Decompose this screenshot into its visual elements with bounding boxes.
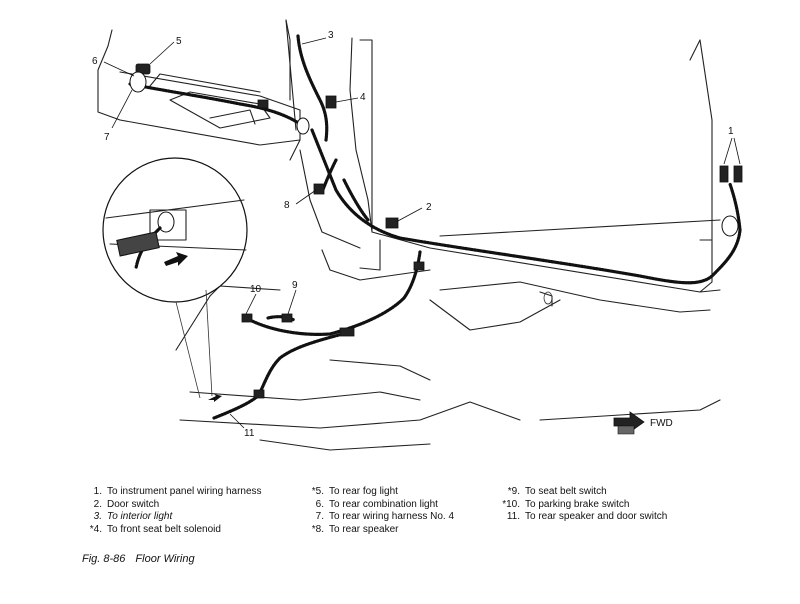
figure-caption: Fig. 8-86 Floor Wiring bbox=[82, 553, 205, 565]
legend-column-1: 1.To instrument panel wiring harness 2.D… bbox=[80, 486, 262, 536]
instrument-panel-connector-a bbox=[719, 165, 729, 183]
figure-title: Floor Wiring bbox=[135, 553, 195, 565]
inset-arrow-icon bbox=[164, 252, 188, 266]
seat-belt-switch-connector bbox=[281, 313, 293, 323]
callout-5: 5 bbox=[176, 36, 182, 47]
instrument-panel-connector-b bbox=[733, 165, 743, 183]
callout-8: 8 bbox=[284, 200, 290, 211]
legend-item: 6.To rear combination light bbox=[315, 498, 438, 510]
seat-belt-solenoid-connector bbox=[325, 95, 337, 109]
callout-10: 10 bbox=[250, 284, 262, 295]
legend-column-3: *9.To seat belt switch *10.To parking br… bbox=[498, 486, 667, 524]
body-outline bbox=[97, 19, 721, 451]
parking-brake-switch-connector bbox=[241, 313, 253, 323]
floor-clip-center bbox=[339, 327, 355, 337]
legend-item: 2.Door switch bbox=[93, 498, 160, 510]
callout-7: 7 bbox=[104, 132, 110, 143]
rear-speaker-door-switch-connector bbox=[253, 389, 265, 399]
callout-2: 2 bbox=[426, 202, 432, 213]
callout-1: 1 bbox=[728, 126, 734, 137]
legend-item: 3.To interior light bbox=[93, 511, 173, 522]
rear-combination-light-connector bbox=[129, 71, 147, 93]
main-wiring-harness bbox=[128, 34, 742, 420]
callout-numbers: 1 2 3 4 5 6 7 8 9 10 11 bbox=[92, 30, 734, 439]
callout-3: 3 bbox=[328, 30, 334, 41]
inset-pointer-icon bbox=[208, 394, 222, 402]
fwd-arrow-icon bbox=[613, 411, 645, 433]
legend-item: *4.To front seat belt solenoid bbox=[89, 523, 221, 535]
detail-inset bbox=[102, 157, 248, 402]
door-switch-connector bbox=[385, 217, 399, 229]
legend-item: *10.To parking brake switch bbox=[502, 498, 630, 510]
harness-grommet-right bbox=[721, 215, 739, 237]
callout-6: 6 bbox=[92, 56, 98, 67]
pillar-grommet bbox=[296, 117, 310, 135]
legend-column-2: *5.To rear fog light 6.To rear combinati… bbox=[302, 486, 454, 536]
harness-connectors bbox=[129, 63, 743, 399]
callout-4: 4 bbox=[360, 92, 366, 103]
rear-speaker-connector bbox=[313, 183, 325, 195]
fwd-label: FWD bbox=[650, 418, 673, 429]
callout-leaders bbox=[103, 37, 741, 429]
legend-item: 11.To rear speaker and door switch bbox=[506, 511, 668, 522]
harness-clip bbox=[257, 99, 269, 109]
legend-item: *9.To seat belt switch bbox=[507, 486, 607, 497]
callout-11: 11 bbox=[244, 428, 255, 439]
legend-item: 1.To instrument panel wiring harness bbox=[93, 486, 262, 497]
figure-number: Fig. 8-86 bbox=[82, 553, 126, 565]
callout-9: 9 bbox=[292, 280, 298, 291]
floor-clip bbox=[413, 261, 425, 271]
forward-direction-indicator: FWD bbox=[613, 411, 673, 435]
legend-item: *8.To rear speaker bbox=[311, 523, 399, 535]
legend-item: 7.To rear wiring harness No. 4 bbox=[315, 511, 455, 522]
legend-item: *5.To rear fog light bbox=[311, 486, 398, 497]
